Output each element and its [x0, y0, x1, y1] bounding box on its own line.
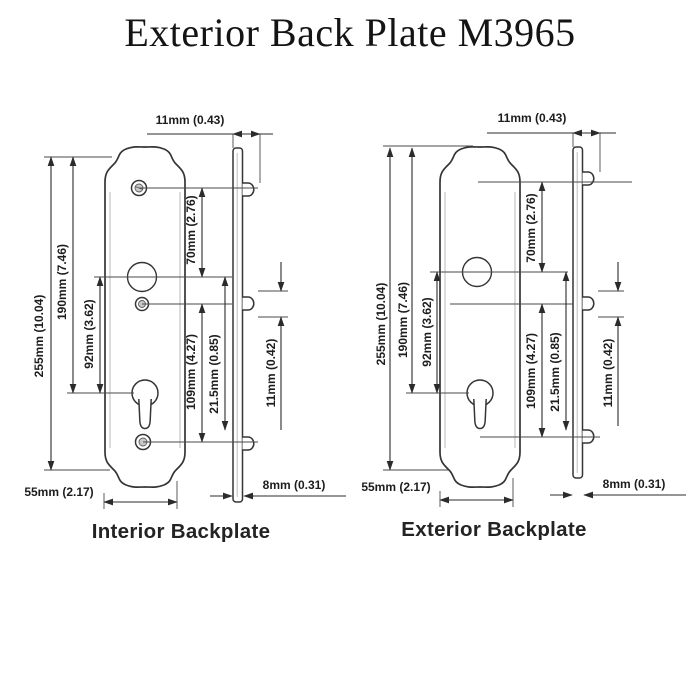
exterior-side-boss-mid — [582, 296, 595, 311]
interior-side-boss-top — [242, 182, 255, 197]
interior-side-boss-bottom — [242, 436, 255, 451]
interior-euro-keyhole — [131, 379, 159, 430]
interior-plate-thickness-label: 8mm (0.31) — [263, 478, 326, 492]
exterior-screw-to-handle-label: 70mm (2.76) — [524, 193, 538, 262]
exterior-dimension-lines — [386, 129, 686, 504]
interior-cylinder-to-screw-label: 109mm (4.27) — [184, 334, 198, 410]
exterior-plate-side-profile — [572, 146, 595, 479]
interior-screw-to-handle-label: 70mm (2.76) — [184, 195, 198, 264]
exterior-handle-to-cylinder-label: 92mm (3.62) — [420, 297, 434, 366]
interior-plate-front — [104, 145, 186, 489]
exterior-euro-keyhole — [466, 379, 494, 430]
page-title: Exterior Back Plate M3965 — [124, 10, 576, 55]
exterior-plate-outline — [439, 145, 521, 489]
exterior-plate-front — [439, 145, 521, 489]
exterior-side-boss-top — [582, 171, 595, 186]
interior-boss-height-label: 11mm (0.42) — [264, 339, 278, 408]
exterior-stile-depth-label: 11mm (0.43) — [498, 111, 567, 125]
exterior-upper-span-label: 190mm (7.46) — [396, 282, 410, 358]
interior-plate-width-label: 55mm (2.17) — [24, 485, 93, 499]
exterior-plate-width-label: 55mm (2.17) — [361, 480, 430, 494]
exterior-overall-height-label: 255mm (10.04) — [374, 283, 388, 366]
exterior-boss-height-label: 11mm (0.42) — [601, 339, 615, 408]
interior-backplate-diagram: 11mm (0.43) 255mm (10.04) 190mm (7.46) 9… — [24, 113, 346, 543]
exterior-caption: Exterior Backplate — [401, 518, 586, 541]
interior-upper-span-label: 190mm (7.46) — [55, 244, 69, 320]
exterior-plate-thickness-label: 8mm (0.31) — [603, 477, 666, 491]
interior-plate-outline — [104, 145, 186, 489]
interior-stile-depth-label: 11mm (0.43) — [156, 113, 225, 127]
exterior-side-boss-bottom — [582, 429, 595, 444]
exterior-handle-to-screw-label: 21.5mm (0.85) — [548, 332, 562, 411]
interior-handle-to-screw-label: 21.5mm (0.85) — [207, 334, 221, 413]
interior-overall-height-label: 255mm (10.04) — [32, 295, 46, 378]
interior-extension-lines — [44, 134, 288, 509]
interior-caption: Interior Backplate — [92, 520, 271, 543]
interior-dimension-lines — [47, 130, 346, 506]
exterior-cylinder-to-screw-label: 109mm (4.27) — [524, 333, 538, 409]
interior-side-boss-mid — [242, 296, 255, 311]
interior-handle-to-cylinder-label: 92mm (3.62) — [82, 299, 96, 368]
interior-plate-side-profile — [232, 147, 255, 503]
exterior-backplate-diagram: 11mm (0.43) 255mm (10.04) 190mm (7.46) 9… — [361, 111, 686, 541]
